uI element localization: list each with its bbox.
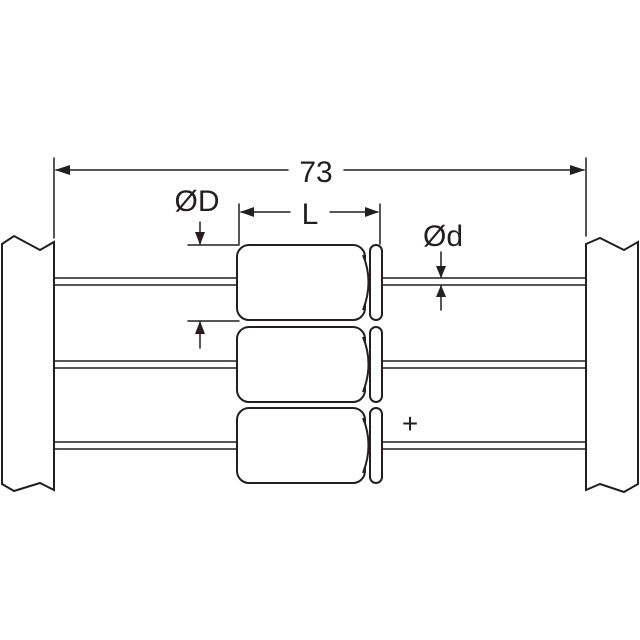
overall-length-dimension <box>53 157 587 239</box>
lead-diameter-dimension <box>436 251 446 311</box>
capacitor-body-1 <box>236 244 383 321</box>
body-diameter-dimension <box>187 221 240 349</box>
capacitor-body-3 <box>236 407 383 484</box>
left-tape <box>0 234 55 493</box>
overall-length-label: 73 <box>299 156 332 189</box>
polarity-mark: + <box>402 408 418 439</box>
lead-diameter-label: Ød <box>423 220 463 253</box>
capacitor-body-2 <box>236 326 383 403</box>
body-diameter-label: ØD <box>175 185 220 218</box>
body-length-dimension <box>238 203 381 245</box>
body-length-label: L <box>302 198 319 231</box>
right-tape <box>585 236 639 494</box>
